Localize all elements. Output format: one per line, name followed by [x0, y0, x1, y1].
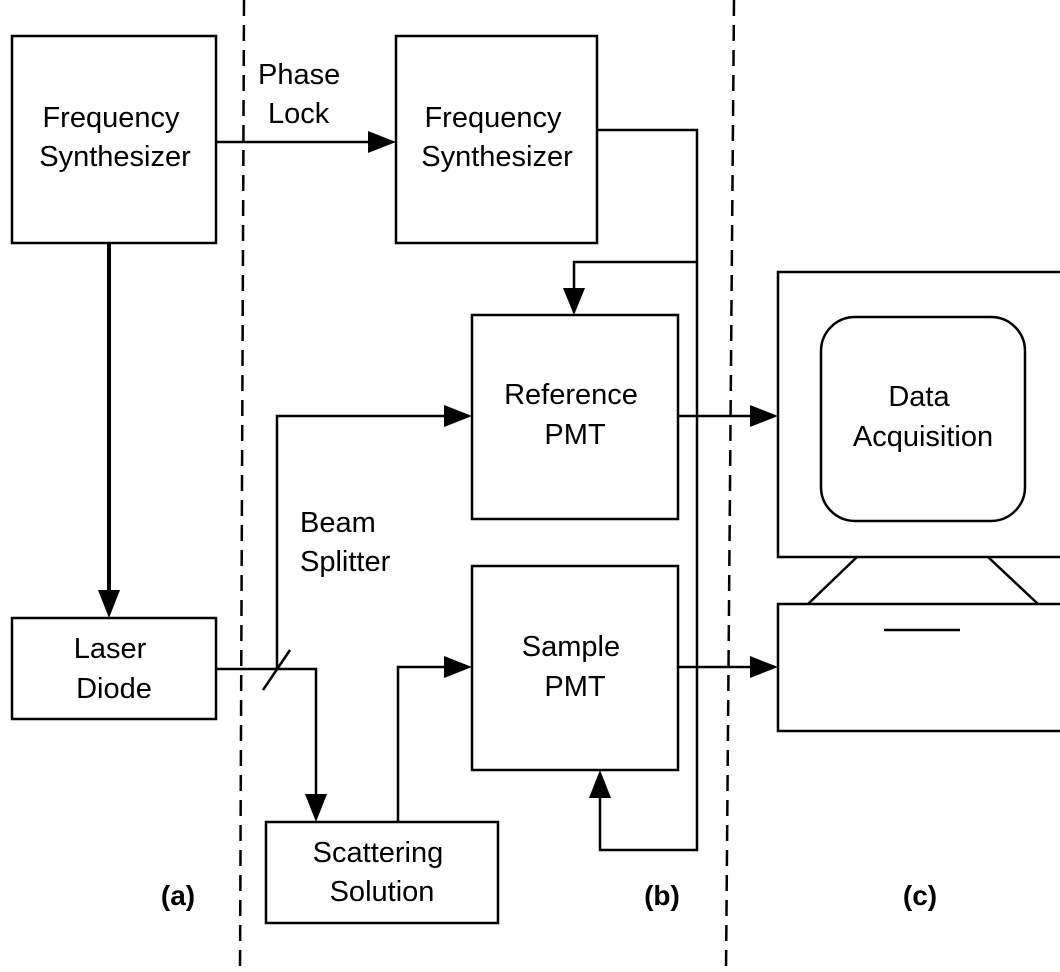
beam-splitter-mark: [261, 649, 292, 691]
monitor-stand-left: [807, 556, 858, 605]
synth-b-bus-line: [597, 128, 699, 852]
modulation-arrowhead: [98, 590, 120, 618]
base-unit-outline: [776, 602, 1060, 733]
panel-label-c: (c): [903, 880, 937, 911]
divider-ab: [238, 0, 246, 972]
panel-label-b: (b): [644, 880, 680, 911]
panel-label-a: (a): [161, 880, 195, 911]
reference-output-arrowhead: [750, 405, 778, 427]
sample-output-arrowhead: [750, 656, 778, 678]
reference-pmt-ref-line: [572, 260, 697, 290]
phase-lock-arrowhead: [368, 131, 396, 153]
scattering-solution-block: Scattering Solution: [264, 820, 500, 925]
reference-pmt-ref-arrowhead: [563, 288, 585, 315]
freq-synth-b-block: Frequency Synthesizer: [394, 34, 599, 245]
sample-beam-line: [396, 665, 448, 822]
divider-bc: [724, 0, 736, 972]
sample-pmt-block: Sample PMT: [470, 564, 680, 772]
freq-synth-a-block: Frequency Synthesizer: [10, 34, 218, 245]
reference-beam-arrowhead: [444, 405, 472, 427]
reference-beam-line: [275, 414, 448, 669]
computer-icon: Data Acquisition: [776, 270, 1060, 733]
block-label: Reference PMT: [504, 379, 646, 451]
sample-beam-arrowhead: [444, 656, 472, 678]
beam-splitter-label: Beam Splitter: [300, 507, 391, 578]
block-label: Laser Diode: [74, 633, 155, 705]
reference-pmt-block: Reference PMT: [470, 313, 680, 521]
data-acquisition-label: Data Acquisition: [853, 381, 993, 453]
monitor-stand-right: [987, 556, 1039, 605]
block-label: Sample PMT: [522, 631, 628, 703]
laser-diode-block: Laser Diode: [10, 616, 218, 721]
block-label: Frequency Synthesizer: [39, 102, 191, 173]
monitor-screen: [819, 315, 1027, 523]
block-label: Scattering Solution: [313, 837, 452, 908]
phase-lock-label: Phase Lock: [258, 59, 348, 130]
sample-pmt-ref-arrowhead: [589, 770, 611, 798]
block-label: Frequency Synthesizer: [421, 102, 573, 173]
scattering-input-arrowhead: [305, 794, 327, 822]
laser-beam-line: [216, 667, 318, 798]
